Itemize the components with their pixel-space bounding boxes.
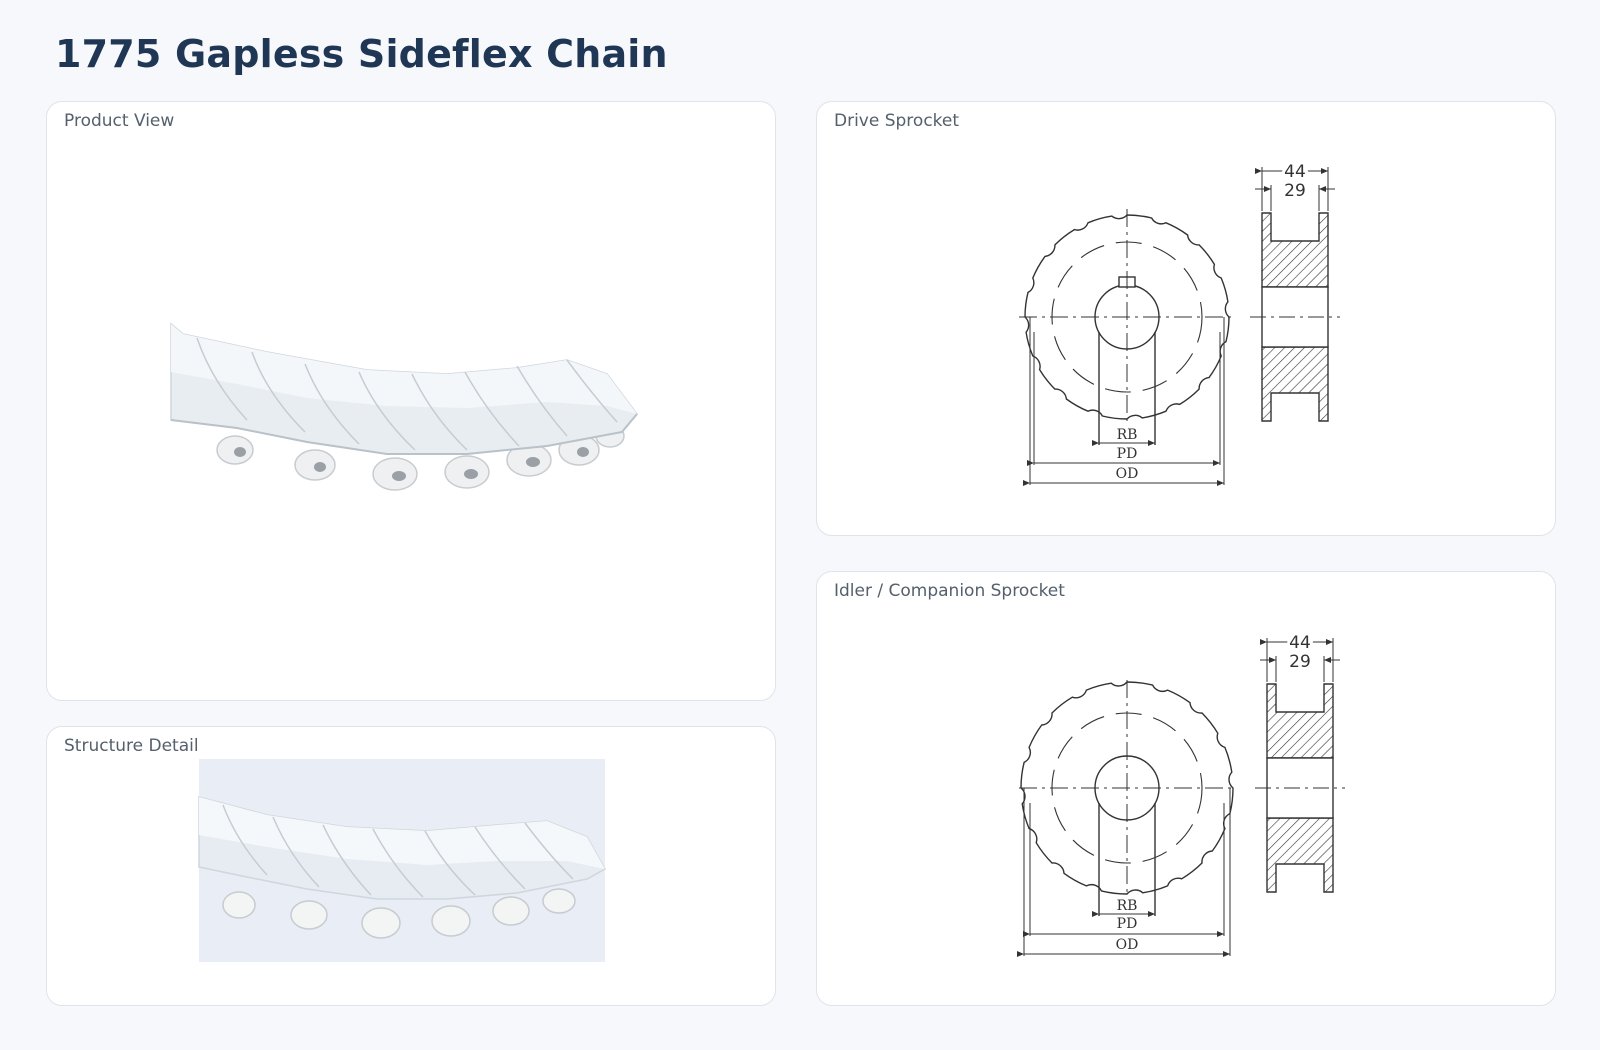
- width-inner-dimension: 29: [1289, 652, 1311, 672]
- chain-product-image: [170, 322, 638, 491]
- width-outer-dimension: 44: [1284, 162, 1306, 182]
- rb-label: RB: [1117, 427, 1138, 443]
- idler-sprocket-drawing: RB PD OD 44 29: [1017, 630, 1345, 957]
- pd-label: PD: [1117, 916, 1138, 932]
- panel-label: Structure Detail: [64, 736, 199, 756]
- chain-structure-image: [198, 759, 607, 962]
- od-label: OD: [1116, 466, 1139, 482]
- width-outer-dimension: 44: [1289, 633, 1311, 653]
- drive-sprocket-drawing: RB PD OD 44 29: [1019, 159, 1340, 486]
- product-view-panel: Product View: [46, 101, 776, 701]
- structure-detail-panel: Structure Detail: [46, 726, 776, 1006]
- panel-label: Idler / Companion Sprocket: [834, 581, 1065, 601]
- rb-label: RB: [1117, 898, 1138, 914]
- od-label: OD: [1116, 937, 1139, 953]
- idler-sprocket-panel: Idler / Companion Sprocket: [816, 571, 1556, 1006]
- panel-label: Drive Sprocket: [834, 111, 960, 131]
- panel-label: Product View: [64, 111, 175, 131]
- page-title: 1775 Gapless Sideflex Chain: [55, 32, 668, 76]
- drive-sprocket-panel: Drive Sprocket: [816, 101, 1556, 536]
- pd-label: PD: [1117, 446, 1138, 462]
- width-inner-dimension: 29: [1284, 181, 1306, 201]
